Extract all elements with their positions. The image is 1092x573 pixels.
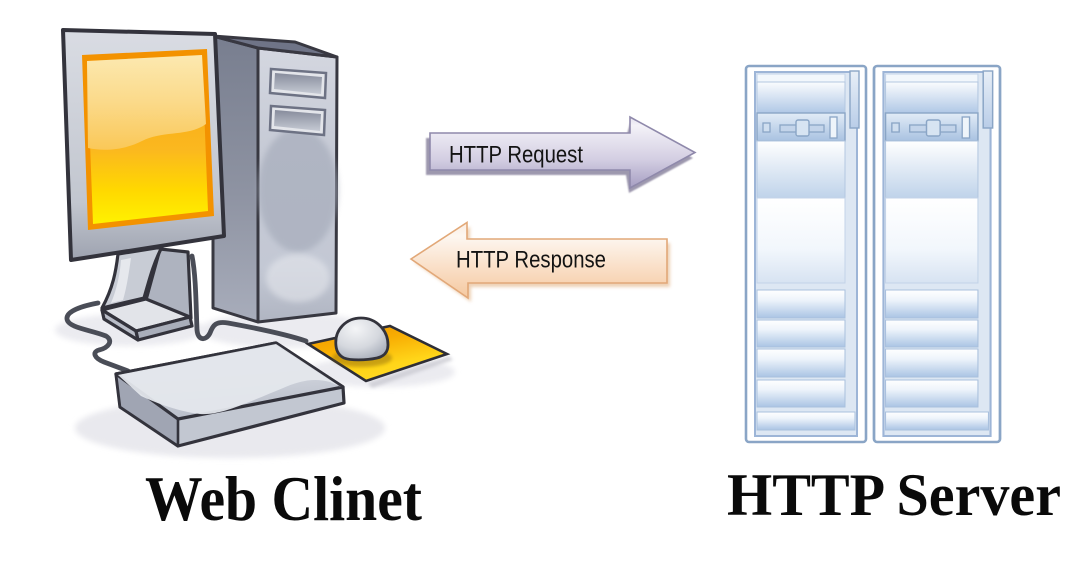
- svg-text:HTTP Request: HTTP Request: [449, 142, 583, 169]
- svg-text:Web Clinet: Web Clinet: [145, 464, 422, 534]
- svg-text:HTTP Server: HTTP Server: [727, 462, 1061, 528]
- svg-text:HTTP Response: HTTP Response: [456, 247, 606, 274]
